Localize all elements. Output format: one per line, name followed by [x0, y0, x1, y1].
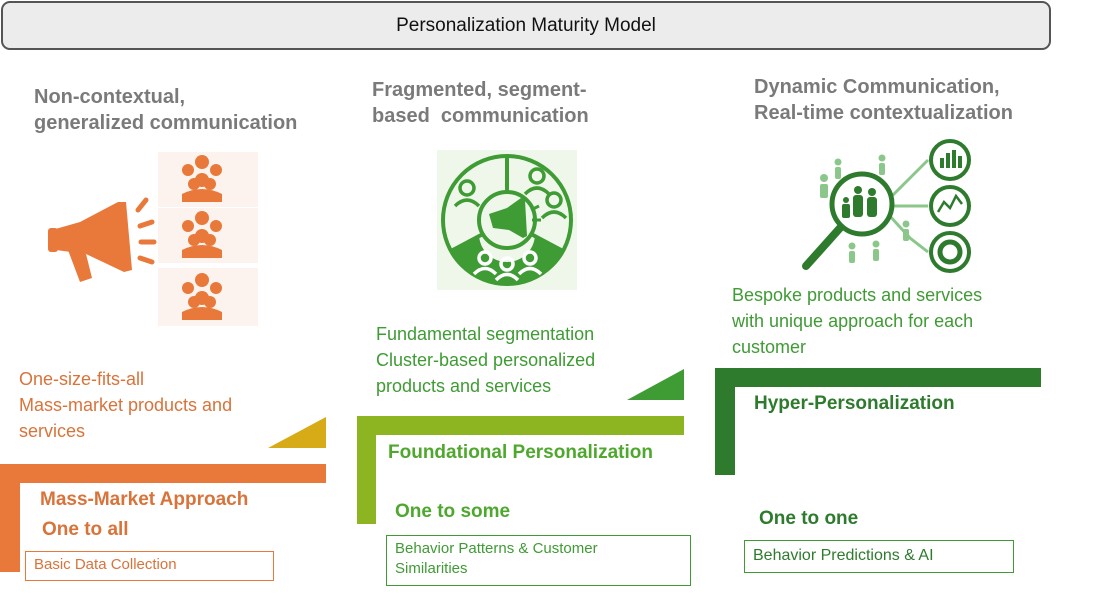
stage-3-data-level: Behavior Predictions & AI — [744, 540, 1014, 573]
stage-1-tread — [0, 464, 326, 483]
stage-1-heading-line-2: generalized communication — [34, 112, 298, 134]
stage-2-heading-line-1: Fragmented, segment- — [372, 79, 587, 101]
page-title: Personalization Maturity Model — [1, 1, 1051, 50]
stage-2-description-line-2: Cluster-based personalized — [376, 350, 596, 370]
megaphone-icon — [48, 202, 132, 282]
stage-2-heading-line-2: based communication — [372, 105, 589, 127]
stage-2-tread — [357, 416, 684, 435]
stage-1-riser-triangle — [268, 417, 326, 448]
stage-1-name: Mass-Market Approach — [40, 489, 249, 510]
stage-2-description-line-3: products and services — [376, 376, 552, 396]
stage-2-heading: Fragmented, segment- based communication — [372, 77, 589, 129]
stage-1-description-line-2: Mass-market products and — [19, 395, 233, 415]
central-megaphone-icon — [489, 198, 541, 238]
stage-1-data-level: Basic Data Collection — [25, 551, 274, 581]
stage-2-data-level: Behavior Patterns & Customer Similaritie… — [386, 535, 691, 586]
stage-1-heading: Non-contextual, generalized communicatio… — [34, 84, 297, 136]
stage-1-riser — [0, 464, 20, 572]
stage-2-name: Foundational Personalization — [388, 442, 653, 463]
stage-3-description-line-2: with unique approach for each — [732, 311, 974, 331]
analytics-badges — [929, 139, 971, 273]
stage-3-description: Bespoke products and services with uniqu… — [732, 282, 982, 360]
stage-2-reach: One to some — [395, 501, 511, 522]
stage-3-description-line-3: customer — [732, 337, 807, 357]
stage-2-description: Fundamental segmentation Cluster-based p… — [376, 321, 595, 399]
stage-2-riser-triangle — [627, 369, 684, 400]
stage-3-name: Hyper-Personalization — [754, 393, 955, 414]
sound-waves-icon — [135, 197, 157, 265]
segment-people-icons — [453, 167, 568, 220]
stage-3-heading: Dynamic Communication, Real-time context… — [754, 74, 1013, 126]
stage-3-heading-line-1: Dynamic Communication, — [754, 76, 1000, 98]
stage-3-step-shape — [715, 368, 1041, 475]
connector-lines — [886, 158, 930, 254]
stage-3-riser — [715, 368, 735, 475]
stage-2-riser — [357, 416, 376, 524]
magnifier-icon — [802, 171, 895, 270]
title-text: Personalization Maturity Model — [396, 14, 656, 36]
stage-1-step-shape — [0, 417, 326, 572]
megaphone-audience-icon — [48, 152, 258, 326]
magnifier-analytics-icon — [802, 139, 971, 273]
stage-1-description: One-size-fits-all Mass-market products a… — [19, 366, 232, 444]
stage-3-reach: One to one — [759, 508, 859, 529]
stage-1-description-line-3: services — [19, 421, 86, 441]
people-group-icons — [182, 155, 222, 320]
stage-1-heading-line-1: Non-contextual, — [34, 86, 186, 108]
stage-2-data-level-line-1: Behavior Patterns & Customer — [395, 540, 598, 557]
stage-3-heading-line-2: Real-time contextualization — [754, 102, 1013, 124]
stage-3-tread — [715, 368, 1041, 387]
stage-1-reach: One to all — [42, 519, 129, 540]
stage-2-data-level-line-2: Similarities — [395, 560, 468, 577]
stage-2-step-shape — [357, 369, 684, 524]
segmented-audience-wheel-icon — [437, 150, 577, 290]
stage-2-description-line-1: Fundamental segmentation — [376, 324, 595, 344]
stage-3-description-line-1: Bespoke products and services — [732, 285, 983, 305]
stage-1-description-line-1: One-size-fits-all — [19, 369, 145, 389]
